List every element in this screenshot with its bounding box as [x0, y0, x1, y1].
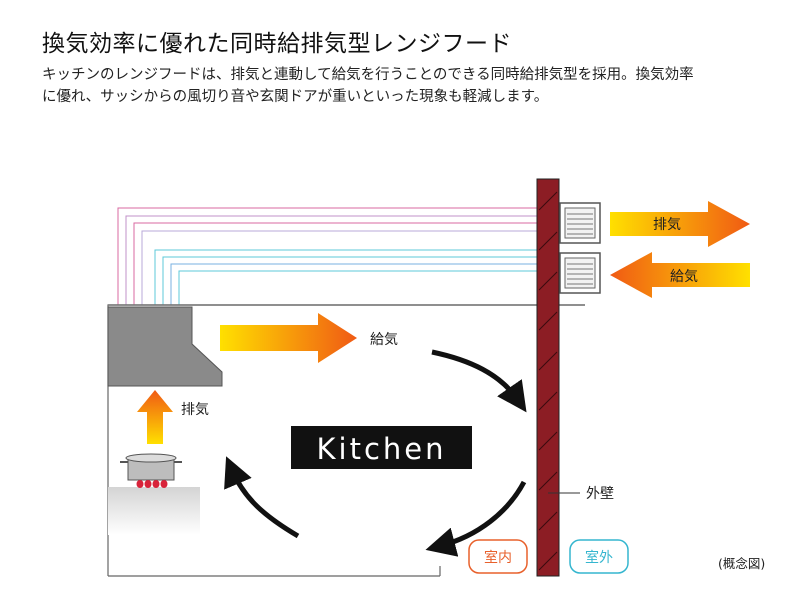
- page-title: 換気効率に優れた同時給排気型レンジフード: [42, 31, 512, 57]
- circulation-arrow-bottom-left: [224, 456, 300, 539]
- wall-hatching: [538, 191, 558, 571]
- indoor-badge-frame: [468, 539, 528, 574]
- range-hood: [107, 306, 223, 387]
- kitchen-label-box: [291, 426, 472, 469]
- kitchen-counter: [108, 487, 200, 535]
- supply-arrow-inside: [220, 313, 357, 363]
- flame-icon: [136, 480, 168, 488]
- outdoor-badge: 室外: [585, 549, 613, 566]
- description: キッチンのレンジフードは、排気と連動して給気を行うことのできる同時給排気型を採用…: [42, 64, 782, 108]
- kitchen-label: Kitchen: [317, 432, 447, 466]
- circulation-arrow-bottom-right: [425, 480, 527, 557]
- pot-icon: [120, 453, 182, 481]
- outdoor-badge-frame: [569, 539, 629, 574]
- description-line-2: に優れ、サッシからの風切り音や玄関ドアが重いといった現象も軽減します。: [42, 89, 549, 105]
- exhaust-up-arrow: [137, 390, 173, 444]
- indoor-badge: 室内: [484, 549, 512, 566]
- description-line-1: キッチンのレンジフードは、排気と連動して給気を行うことのできる同時給排気型を採用…: [42, 67, 694, 83]
- supply-vent-grille: [559, 252, 601, 294]
- outer-wall: [536, 178, 560, 577]
- wall-label: 外壁: [586, 486, 614, 502]
- exhaust-ducts: [117, 207, 537, 305]
- exhaust-label-outside: 排気: [653, 217, 681, 233]
- supply-label-outside: 給気: [670, 269, 698, 285]
- exhaust-label-inside: 排気: [181, 402, 209, 418]
- circulation-arrow-top-right: [431, 349, 527, 413]
- supply-label-inside: 給気: [370, 332, 398, 348]
- concept-caption: (概念図): [718, 556, 765, 571]
- exhaust-arrow-outside: [610, 201, 750, 247]
- exhaust-vent-grille: [559, 202, 601, 244]
- supply-ducts: [154, 249, 537, 305]
- supply-arrow-outside: [610, 252, 750, 298]
